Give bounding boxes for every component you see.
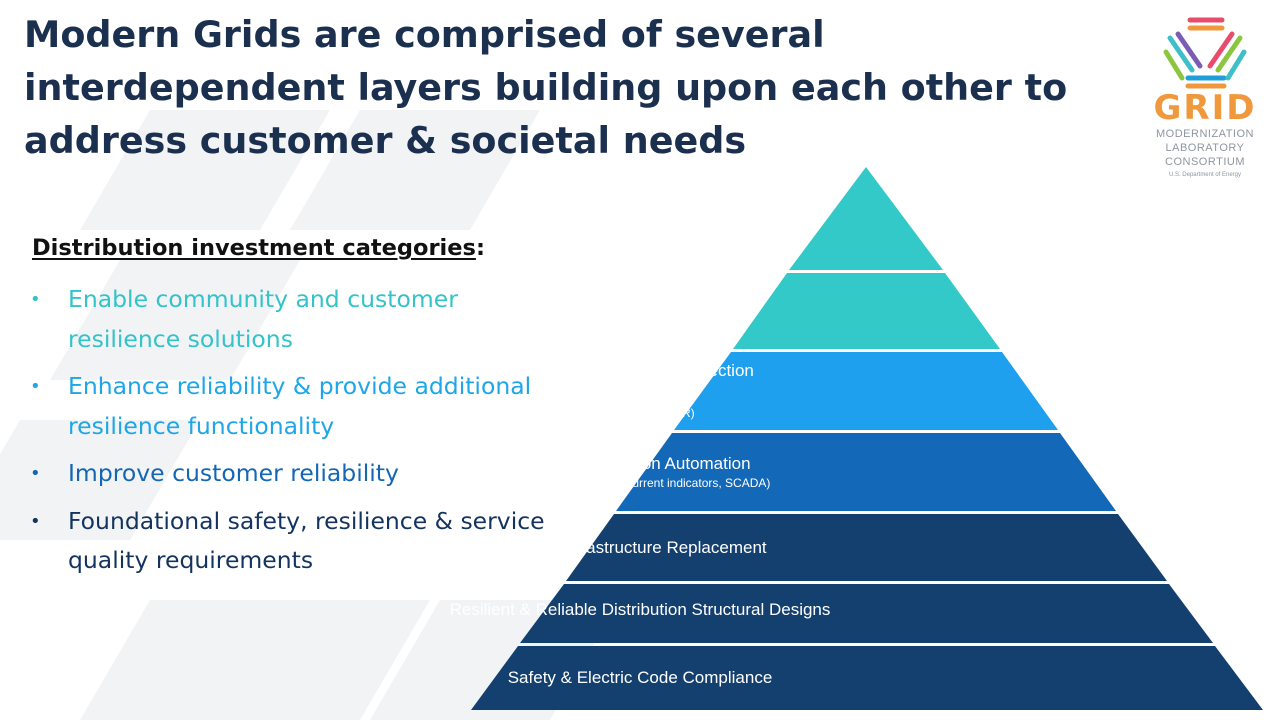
investment-item: • Enhance reliability & provide additiona… (26, 367, 546, 446)
pyramid-label-advanced-sensing: Advanced Sensing, Protection & Controls … (0, 359, 1280, 422)
pyramid-label-resilient-designs: Resilient & Reliable Distribution Struct… (0, 598, 1280, 621)
pyramid-label-customer-microgrids: Customer Microgrids (0, 223, 1280, 269)
investment-item-text: Foundational safety, resilience & servic… (68, 506, 545, 575)
pyramid-label-text: Aging Infrastructure Replacement (513, 538, 767, 557)
investment-item: • Foundational safety, resilience & servi… (26, 502, 546, 581)
grid-modernization-logo: GRID MODERNIZATION LABORATORY CONSORTIUM… (1140, 12, 1270, 192)
investment-item-text: Enhance reliability & provide additional… (68, 372, 532, 440)
bullet-dot-icon: • (30, 376, 41, 397)
pyramid-label-text: Safety & Electric Code Compliance (507, 668, 773, 687)
pyramid-label-text: Resilient & Reliable Distribution Struct… (449, 600, 831, 619)
investment-list: • Enable community and customer resilienc… (26, 280, 546, 589)
slide-title: Modern Grids are comprised of several in… (24, 13, 1068, 162)
pyramid-sublabel: (e.g., Reclosers, fault current indicato… (509, 476, 771, 490)
pyramid-level-4 (566, 514, 1167, 581)
pyramid-label-text: Basic Distribution Automation (529, 454, 751, 473)
pyramid-level-0 (789, 167, 943, 270)
bullet-dot-icon: • (30, 510, 41, 532)
pyramid-label-text: Customer Microgrids (600, 225, 680, 267)
grid-logo-icon (1163, 17, 1247, 89)
investment-item-text: Improve customer reliability (68, 459, 399, 487)
logo-line: MODERNIZATION (1156, 128, 1254, 140)
pyramid-level-3 (616, 433, 1116, 511)
pyramid-level-5 (520, 584, 1213, 643)
pyramid-label-utility-community-microgrids: Utility-Community Microgrids (0, 293, 1280, 339)
investment-heading: Distribution investment categories: (32, 230, 485, 266)
investment-item-text: Enable community and customer resilience… (68, 285, 458, 353)
investment-heading-text: Distribution investment categories (32, 235, 476, 261)
logo-word: GRID (1153, 88, 1257, 128)
pyramid-label-basic-distribution-automation: Basic Distribution Automation (e.g., Rec… (0, 452, 1280, 492)
pyramid-label-text: Utility-Community Microgrids (573, 295, 707, 337)
investment-heading-suffix: : (475, 235, 485, 261)
investment-item: • Enable community and customer resilienc… (26, 280, 546, 359)
pyramid-level-1 (733, 273, 1000, 349)
pyramid-level-2 (674, 352, 1058, 430)
logo-line: CONSORTIUM (1165, 156, 1245, 168)
investment-item: • Improve customer reliability (26, 454, 546, 494)
bullet-dot-icon: • (30, 289, 41, 310)
pyramid-label-safety-compliance: Safety & Electric Code Compliance (0, 666, 1280, 689)
pyramid-sublabel: (e.g., ADMS, FLISR) (585, 406, 695, 420)
bullet-dot-icon: • (30, 463, 41, 484)
pyramid-label-text: Advanced Sensing, Protection & Controls (526, 361, 754, 403)
logo-line: LABORATORY (1165, 142, 1245, 154)
pyramid-label-aging-infrastructure: Aging Infrastructure Replacement (0, 536, 1280, 559)
logo-line: U.S. Department of Energy (1168, 172, 1242, 178)
pyramid-level-6 (471, 646, 1263, 710)
